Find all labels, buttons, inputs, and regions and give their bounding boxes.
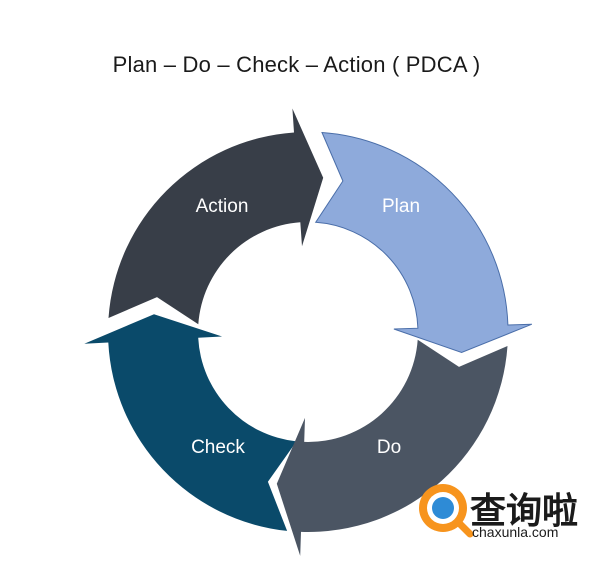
arrow-segment-action	[108, 108, 324, 325]
diagram-title: Plan – Do – Check – Action ( PDCA )	[112, 52, 481, 77]
arrow-segment-do	[276, 339, 508, 556]
watermark-brand: 查询啦	[470, 490, 579, 531]
arrow-segment-check	[84, 314, 297, 531]
magnifier-logo-icon	[419, 484, 474, 538]
segment-label-check: Check	[191, 437, 245, 458]
segment-label-plan: Plan	[382, 196, 420, 217]
segment-label-do: Do	[377, 437, 401, 458]
watermark-url: chaxunla.com	[472, 524, 559, 540]
segment-label-action: Action	[196, 196, 249, 217]
arrow-segment-plan	[314, 131, 533, 354]
